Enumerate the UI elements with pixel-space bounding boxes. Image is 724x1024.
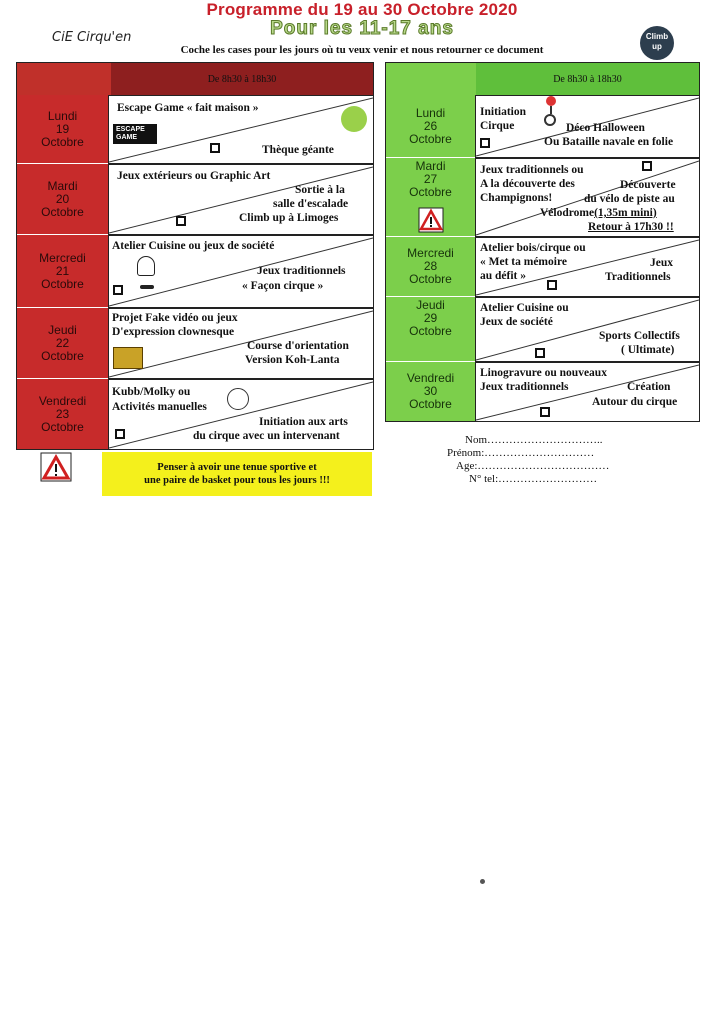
activity-top-2: D'expression clownesque bbox=[112, 326, 235, 338]
activity-bottom-3: Vélodrome bbox=[540, 207, 595, 219]
activity-top-2: A la découverte des bbox=[480, 178, 575, 190]
checkbox-mardi-27[interactable] bbox=[642, 161, 652, 171]
activity-top: Jeux extérieurs ou Graphic Art bbox=[117, 170, 271, 182]
activity-bottom-1: Initiation aux arts bbox=[259, 416, 348, 428]
skittles-icon bbox=[227, 388, 249, 410]
activity-cell-mercredi-21: Atelier Cuisine ou jeux de société Jeux … bbox=[108, 235, 374, 308]
tel-field[interactable]: N° tel:……………………… bbox=[469, 473, 598, 485]
checkbox-mardi-20[interactable] bbox=[176, 216, 186, 226]
activity-cell-jeudi-22: Projet Fake vidéo ou jeux D'expression c… bbox=[108, 308, 374, 379]
note-line-2: une paire de basket pour tous les jours … bbox=[144, 475, 330, 486]
activity-top: Atelier Cuisine ou jeux de société bbox=[112, 240, 275, 252]
return-time: Retour à 17h30 !! bbox=[588, 221, 674, 233]
activity-cell-mercredi-28: Atelier bois/cirque ou « Met ta mémoire … bbox=[475, 237, 700, 297]
checkbox-mercredi-21[interactable] bbox=[113, 285, 123, 295]
prenom-field[interactable]: Prénom:………………………… bbox=[447, 447, 595, 459]
warning-icon-velodrome bbox=[418, 207, 444, 233]
page-title: Programme du 19 au 30 Octobre 2020 bbox=[206, 0, 518, 19]
instructions-text: Coche les cases pour les jours où tu veu… bbox=[180, 44, 544, 56]
contact-form: Nom………………………….. Prénom:………………………… Age:……… bbox=[446, 434, 646, 486]
mustache-icon bbox=[140, 285, 154, 289]
activity-cell-mardi-20: Jeux extérieurs ou Graphic Art Sortie à … bbox=[108, 164, 374, 235]
activity-top-1: Kubb/Molky ou bbox=[112, 386, 191, 398]
activity-bottom: Thèque géante bbox=[262, 144, 334, 156]
activity-top-1: Linogravure ou nouveaux bbox=[480, 367, 607, 379]
activity-cell-vendredi-23: Kubb/Molky ou Activités manuelles Initia… bbox=[108, 379, 374, 450]
activity-bottom-1: Course d'orientation bbox=[247, 340, 349, 352]
activity-bottom-2: salle d'escalade bbox=[273, 198, 349, 210]
age-field[interactable]: Age:……………………………… bbox=[456, 460, 610, 472]
baseball-icon bbox=[341, 106, 367, 132]
note-line-1: Penser à avoir une tenue sportive et bbox=[157, 462, 317, 473]
climb-up-logo: Climb up bbox=[640, 26, 674, 60]
activity-bottom-2: du cirque avec un intervenant bbox=[193, 430, 340, 442]
activity-top-3: Champignons! bbox=[480, 192, 553, 204]
week1-header: De 8h30 à 18h30 bbox=[17, 63, 373, 95]
activity-cell-lundi-26: Initiation Cirque Déco Halloween Ou Bata… bbox=[475, 95, 700, 158]
warning-icon bbox=[40, 452, 72, 482]
checkbox-vendredi-23[interactable] bbox=[115, 429, 125, 439]
checkbox-mercredi-28[interactable] bbox=[547, 280, 557, 290]
week2-hours: De 8h30 à 18h30 bbox=[553, 73, 622, 85]
activity-bottom-1: Jeux bbox=[650, 257, 673, 269]
activity-bottom-1: Jeux traditionnels bbox=[257, 265, 346, 277]
koh-lanta-icon bbox=[113, 347, 143, 369]
activity-bottom-1: Création bbox=[627, 381, 671, 393]
activity-cell-mardi-27: Jeux traditionnels ou A la découverte de… bbox=[475, 158, 700, 237]
activity-bottom-2: Ou Bataille navale en folie bbox=[544, 136, 674, 148]
activity-top-2: Cirque bbox=[480, 120, 515, 132]
nom-field[interactable]: Nom………………………….. bbox=[465, 434, 603, 446]
checkbox-lundi-19[interactable] bbox=[210, 143, 220, 153]
checkbox-jeudi-29[interactable] bbox=[535, 348, 545, 358]
activity-top-1: Atelier bois/cirque ou bbox=[480, 242, 586, 254]
activity-bottom-1: Découverte bbox=[620, 179, 676, 191]
scan-dot bbox=[480, 879, 485, 884]
activity-bottom-2: du vélo de piste au bbox=[584, 193, 675, 205]
activity-top-1: Atelier Cuisine ou bbox=[480, 302, 569, 314]
activity-top-2: Jeux de société bbox=[480, 316, 553, 328]
unicycle-icon bbox=[544, 96, 558, 126]
activity-top-1: Initiation bbox=[480, 106, 527, 118]
activity-bottom-1: Sortie à la bbox=[295, 184, 345, 196]
activity-bottom-1: Sports Collectifs bbox=[599, 330, 680, 342]
activity-bottom-2: Autour du cirque bbox=[592, 396, 678, 408]
activity-top-1: Projet Fake vidéo ou jeux bbox=[112, 312, 238, 324]
activity-top-3: au défit » bbox=[480, 270, 526, 282]
week2-header: De 8h30 à 18h30 bbox=[386, 63, 699, 95]
cirque-logo: CiE Cirqu'en bbox=[52, 30, 132, 45]
activity-top-2: Jeux traditionnels bbox=[480, 381, 569, 393]
week1-hours: De 8h30 à 18h30 bbox=[207, 73, 277, 85]
activity-bottom-3: Climb up à Limoges bbox=[239, 212, 339, 224]
checkbox-vendredi-30[interactable] bbox=[540, 407, 550, 417]
reminder-note: Penser à avoir une tenue sportive et une… bbox=[102, 452, 372, 496]
age-subtitle: Pour les 11-17 ans bbox=[270, 18, 454, 40]
activity-bottom-2: Traditionnels bbox=[605, 271, 671, 283]
checkbox-lundi-26[interactable] bbox=[480, 138, 490, 148]
activity-cell-vendredi-30: Linogravure ou nouveaux Jeux traditionne… bbox=[475, 362, 700, 422]
activity-top-2: Activités manuelles bbox=[112, 401, 207, 413]
activity-bottom-2: « Façon cirque » bbox=[242, 280, 324, 292]
activity-top: Escape Game « fait maison » bbox=[117, 102, 259, 114]
chef-hat-icon bbox=[137, 256, 155, 276]
activity-bottom-2: ( Ultimate) bbox=[621, 344, 675, 356]
activity-cell-jeudi-29: Atelier Cuisine ou Jeux de société Sport… bbox=[475, 297, 700, 362]
activity-top-2: « Met ta mémoire bbox=[480, 256, 567, 268]
activity-bottom-2: Version Koh-Lanta bbox=[245, 354, 340, 366]
height-requirement: (1,35m mini) bbox=[594, 207, 657, 219]
activity-bottom-1: Déco Halloween bbox=[566, 122, 645, 134]
activity-top-1: Jeux traditionnels ou bbox=[480, 164, 584, 176]
week2-panel: De 8h30 à 18h30 bbox=[385, 62, 700, 422]
